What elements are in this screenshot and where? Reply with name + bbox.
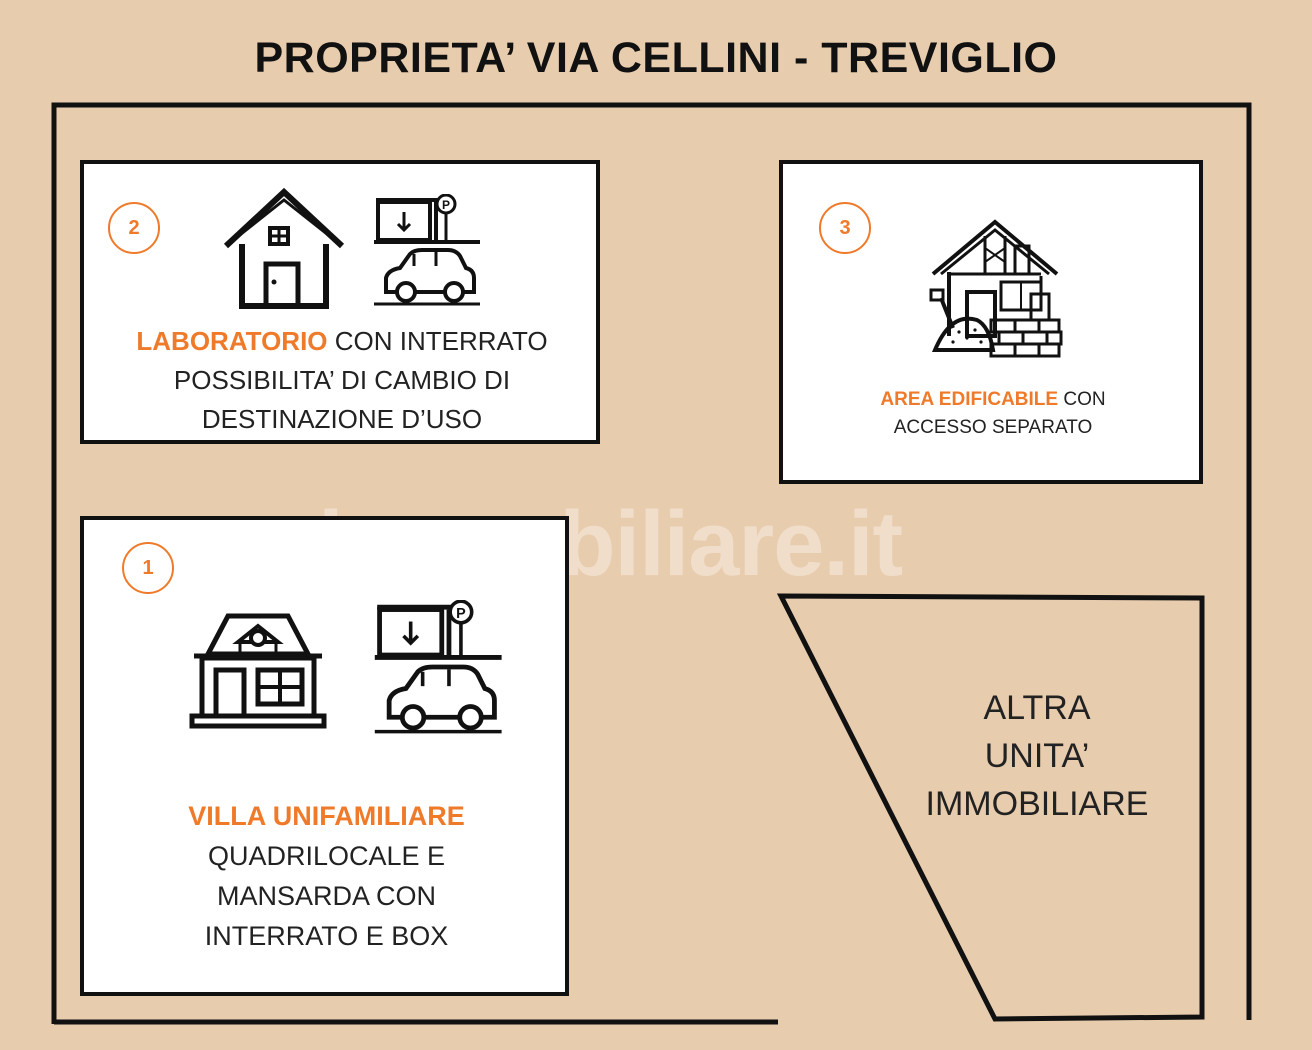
svg-text:P: P bbox=[442, 198, 450, 212]
unit-1-card: 1 P VILLA UNIFAMILIARE QUADRILOCALE E MA… bbox=[80, 516, 569, 996]
unit-3-caption-text: CON bbox=[1063, 389, 1106, 410]
other-unit-line: UNITA’ bbox=[984, 737, 1090, 775]
unit-3-caption: AREA EDIFICABILE CON ACCESSO SEPARATO bbox=[793, 386, 1193, 442]
unit-1-caption-line: INTERRATO E BOX bbox=[204, 921, 449, 951]
unit-1-highlight: VILLA UNIFAMILIARE bbox=[188, 801, 465, 831]
construction-house-icon bbox=[929, 219, 1063, 358]
unit-number-badge: 1 bbox=[122, 542, 174, 594]
unit-2-card: 2 P LABORATORIO CON INTERRATO POSSIBILIT… bbox=[80, 160, 600, 444]
svg-text:P: P bbox=[456, 606, 466, 622]
unit-3-card: 3 AREA EDIFICABILE CON bbox=[779, 160, 1203, 484]
garage-parking-icon: P bbox=[374, 194, 480, 306]
unit-2-highlight: LABORATORIO bbox=[136, 326, 328, 356]
page-title: PROPRIETA’ VIA CELLINI - TREVIGLIO bbox=[254, 34, 1058, 82]
unit-1-caption: VILLA UNIFAMILIARE QUADRILOCALE E MANSAR… bbox=[94, 796, 559, 956]
unit-3-highlight: AREA EDIFICABILE bbox=[880, 389, 1059, 410]
other-unit-line: ALTRA bbox=[983, 689, 1091, 727]
other-unit-outline bbox=[776, 593, 1205, 1022]
house-icon bbox=[223, 187, 345, 309]
unit-number-badge: 2 bbox=[108, 202, 160, 254]
unit-3-caption-line: ACCESSO SEPARATO bbox=[893, 417, 1093, 438]
unit-2-caption-text: CON INTERRATO bbox=[334, 326, 548, 356]
garage-parking-icon: P bbox=[374, 600, 502, 734]
unit-2-caption-line: DESTINAZIONE D’USO bbox=[201, 404, 483, 434]
other-unit-line: IMMOBILIARE bbox=[925, 785, 1149, 823]
unit-number-badge: 3 bbox=[819, 202, 871, 254]
unit-1-caption-line: MANSARDA CON bbox=[216, 881, 437, 911]
unit-1-caption-line: QUADRILOCALE E bbox=[207, 841, 446, 871]
villa-icon bbox=[189, 613, 327, 729]
unit-2-caption: LABORATORIO CON INTERRATO POSSIBILITA’ D… bbox=[94, 322, 590, 439]
other-unit-label: ALTRA UNITA’ IMMOBILIARE bbox=[910, 684, 1164, 828]
unit-2-caption-line: POSSIBILITA’ DI CAMBIO DI bbox=[173, 365, 511, 395]
